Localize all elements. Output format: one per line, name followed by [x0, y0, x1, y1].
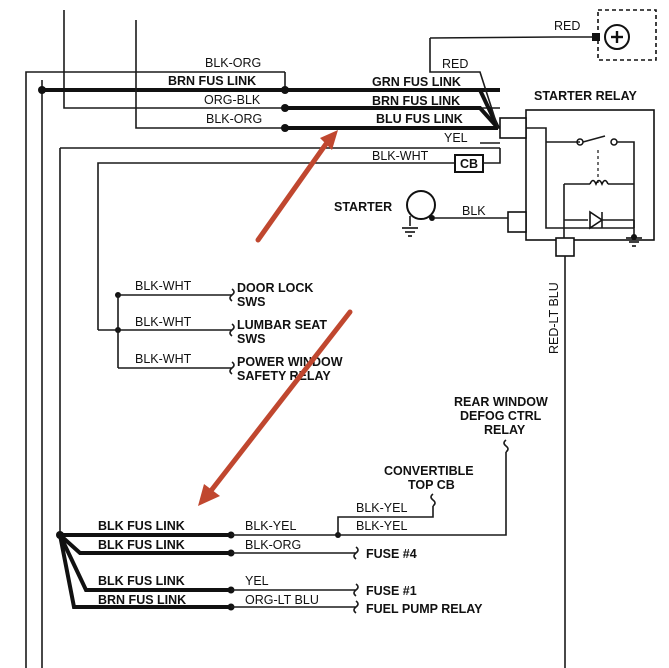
fuel-pump-relay-label: FUEL PUMP RELAY — [366, 602, 483, 616]
link-label-4: BRN FUS LINK — [98, 593, 186, 607]
red-lt-blu-label: RED-LT BLU — [547, 282, 561, 354]
annotation-arrows — [198, 130, 353, 506]
battery-symbol — [429, 9, 657, 61]
brn-fus-link-label-2: BRN FUS LINK — [372, 94, 460, 108]
yel-label: YEL — [444, 131, 468, 145]
blk-org-label-2: BLK-ORG — [206, 112, 262, 126]
door-lock-label: DOOR LOCK — [237, 281, 313, 295]
lumbar-seat-label: LUMBAR SEAT — [237, 318, 327, 332]
fuse-1-label: FUSE #1 — [366, 584, 417, 598]
arrow-up-right — [255, 141, 329, 243]
rear-window-line-3: RELAY — [484, 423, 526, 437]
fusible-link-wires — [285, 38, 500, 144]
fuse-4-label: FUSE #4 — [366, 547, 417, 561]
convertible-line-1: CONVERTIBLE — [384, 464, 474, 478]
blk-yel-lower-label: BLK-YEL — [356, 519, 407, 533]
org-blk-label: ORG-BLK — [204, 93, 261, 107]
wire-label-3: YEL — [245, 574, 269, 588]
wire-label-1: BLK-YEL — [245, 519, 296, 533]
brn-fus-link-label-1: BRN FUS LINK — [168, 74, 256, 88]
cb-label: CB — [460, 157, 478, 171]
grn-fus-link-label: GRN FUS LINK — [372, 75, 461, 89]
bottom-right-components: REAR WINDOW DEFOG CTRL RELAY CONVERTIBLE… — [337, 395, 548, 536]
link-label-1: BLK FUS LINK — [98, 519, 185, 533]
starter-relay-label: STARTER RELAY — [534, 89, 637, 103]
circuit-breaker: CB — [97, 148, 501, 330]
arrow-down-left-head — [198, 484, 220, 506]
link-label-2: BLK FUS LINK — [98, 538, 185, 552]
red-top-label: RED — [554, 19, 580, 33]
starter-motor: STARTER BLK — [334, 190, 508, 237]
middle-rows: BLK-WHT DOOR LOCK SWS BLK-WHT LUMBAR SEA… — [98, 279, 343, 383]
convertible-line-2: TOP CB — [408, 478, 455, 492]
bottom-links: BLK FUS LINK BLK-YEL BLK FUS LINK BLK-OR… — [58, 519, 483, 616]
starter-label: STARTER — [334, 200, 392, 214]
blk-org-label-1: BLK-ORG — [205, 56, 261, 70]
wire-label-4: ORG-LT BLU — [245, 593, 319, 607]
blk-yel-upper-label: BLK-YEL — [356, 501, 407, 515]
red-left-label: RED — [442, 57, 468, 71]
wire-label-2: BLK-ORG — [245, 538, 301, 552]
arrow-down-left — [207, 309, 353, 495]
power-window-label: POWER WINDOW — [237, 355, 343, 369]
link-label-3: BLK FUS LINK — [98, 574, 185, 588]
door-lock-sws-label: SWS — [237, 295, 265, 309]
blk-wht-row-1: BLK-WHT — [135, 279, 192, 293]
rear-window-line-2: DEFOG CTRL — [460, 409, 542, 423]
lumbar-seat-sws-label: SWS — [237, 332, 265, 346]
blk-wht-row-2: BLK-WHT — [135, 315, 192, 329]
arrow-up-right-head — [320, 130, 338, 150]
starter-relay: STARTER RELAY — [499, 89, 655, 668]
rear-window-line-1: REAR WINDOW — [454, 395, 548, 409]
safety-relay-label: SAFETY RELAY — [237, 369, 331, 383]
blk-starter-label: BLK — [462, 204, 486, 218]
blk-wht-row-3: BLK-WHT — [135, 352, 192, 366]
blu-fus-link-label: BLU FUS LINK — [376, 112, 463, 126]
blk-wht-top-label: BLK-WHT — [372, 149, 429, 163]
